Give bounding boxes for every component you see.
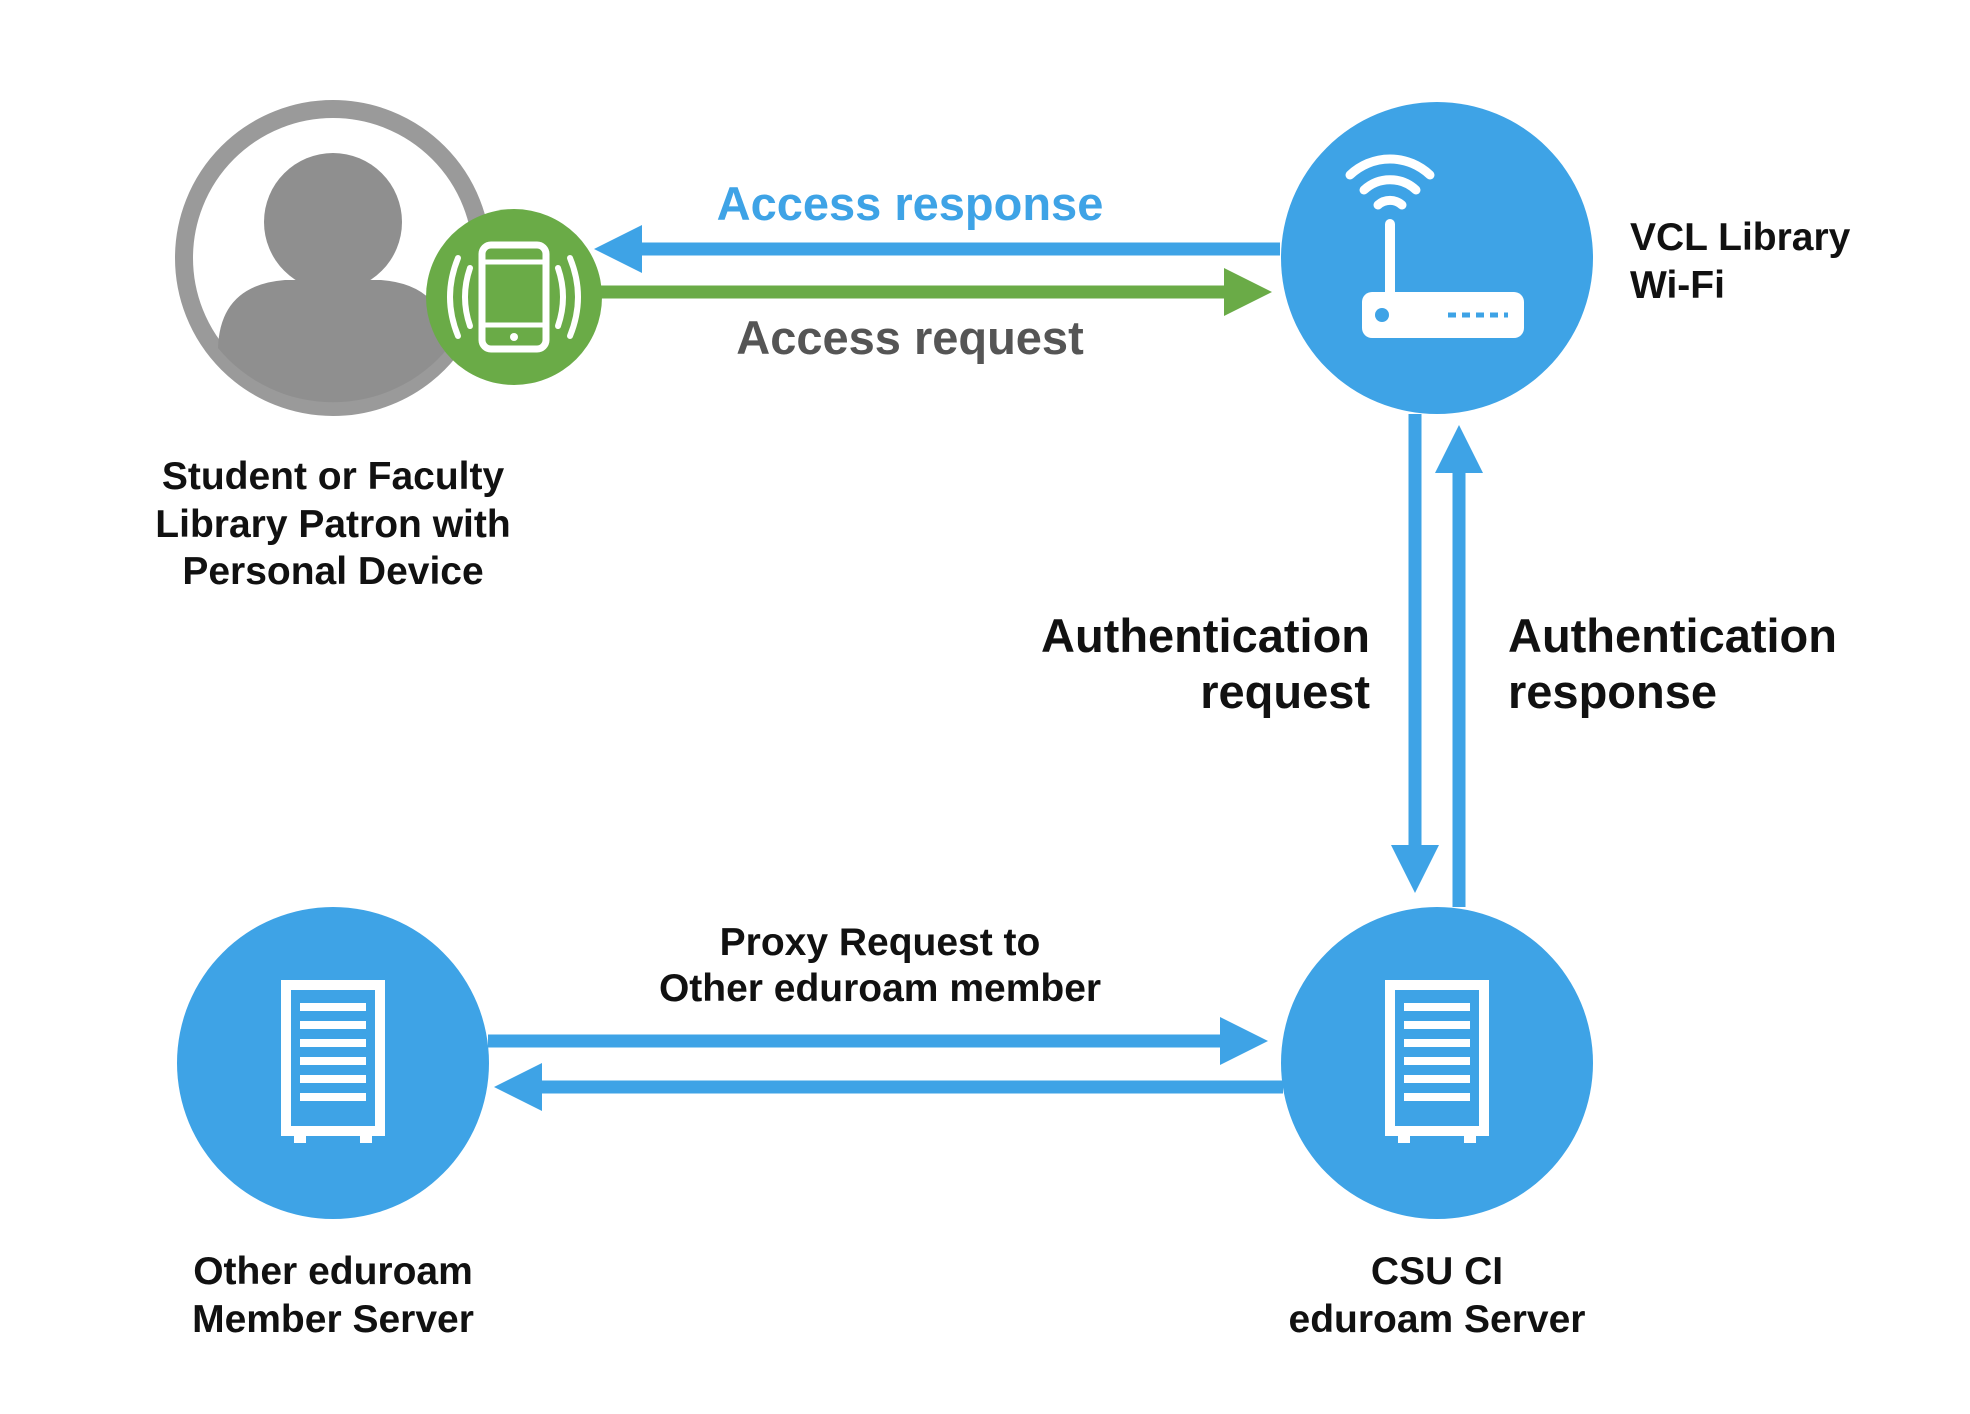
auth-request-label: Authentication request: [1041, 609, 1370, 719]
proxy-request-arrow: [488, 1017, 1268, 1065]
proxy-response-arrow: [494, 1063, 1283, 1111]
access-response-arrow: [594, 225, 1280, 273]
wifi-router-icon: [1345, 154, 1524, 338]
smartphone-icon: [426, 209, 602, 385]
wifi-circle: [1281, 102, 1593, 414]
wifi-node: [1281, 102, 1593, 414]
access-request-arrow: [600, 268, 1272, 316]
wifi-label: VCL Library Wi-Fi: [1630, 216, 1851, 307]
other-server-node: [177, 907, 489, 1219]
person-icon: [218, 153, 448, 403]
other-server-label: Other eduroam Member Server: [192, 1250, 474, 1341]
server-icon: [1385, 980, 1489, 1143]
auth-response-label: Authentication response: [1508, 609, 1837, 719]
proxy-request-label: Proxy Request to Other eduroam member: [658, 921, 1102, 1011]
csu-server-node: [1281, 907, 1593, 1219]
patron-node: [175, 100, 602, 416]
auth-request-arrow: [1391, 414, 1439, 893]
patron-label: Student or Faculty Library Patron with P…: [155, 455, 511, 594]
auth-response-arrow: [1435, 425, 1483, 907]
server-icon: [281, 980, 385, 1143]
csu-server-label: CSU CI eduroam Server: [1288, 1250, 1586, 1341]
access-response-label: Access response: [716, 177, 1104, 230]
access-request-label: Access request: [736, 311, 1084, 364]
